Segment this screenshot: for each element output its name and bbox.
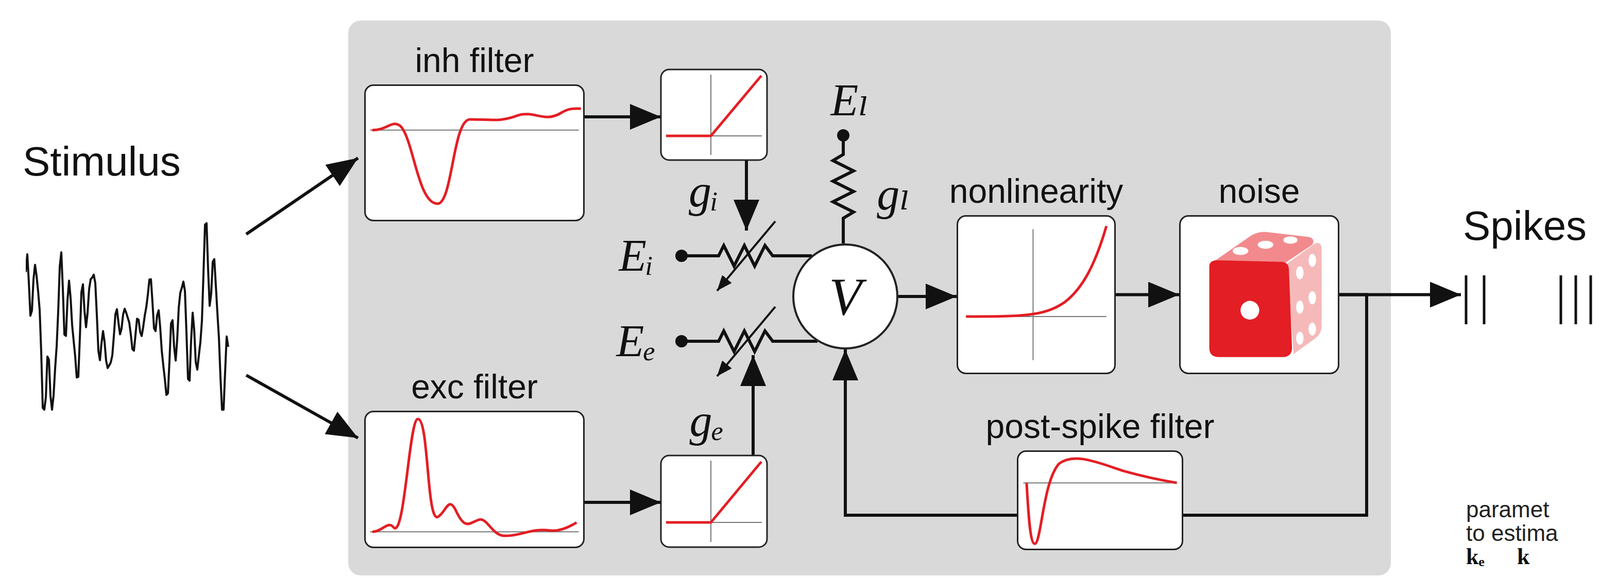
box-heading: inh filter [414, 40, 534, 80]
conductance-label: gₑ [689, 398, 724, 445]
filter-box: inh filter [364, 84, 585, 222]
rectifier-box [660, 455, 768, 548]
rectifier-box [660, 69, 768, 161]
box-heading: exc filter [411, 367, 538, 407]
plot [365, 412, 584, 548]
conductance-label: gᵢ [688, 168, 719, 215]
filter-box: exc filter [364, 411, 585, 549]
voltage-label: V [828, 269, 862, 324]
model-panel [348, 20, 1391, 576]
parameter-symbol: kₑ [1466, 545, 1485, 570]
stimulus-waveform [25, 198, 232, 416]
conductance-label: gₗ [876, 172, 911, 218]
plot [1018, 452, 1182, 550]
note-text: paramet [1466, 497, 1550, 523]
signal-arrow [1115, 293, 1180, 297]
reversal-potential: Eᵢ [618, 233, 654, 279]
nonlinearity-box: nonlinearity [956, 215, 1116, 375]
noise-box: noise [1179, 215, 1340, 375]
dice-icon [1180, 216, 1338, 373]
spikes-node: Spikes [1460, 203, 1597, 330]
post-spike-filter-box: post-spike filter [1016, 450, 1184, 551]
box-heading: nonlinearity [949, 171, 1124, 211]
signal-arrow [246, 375, 359, 439]
plot [365, 86, 584, 220]
voltage-circle: V [792, 243, 899, 350]
signal-arrow [898, 295, 957, 299]
io-label: Stimulus [20, 139, 247, 185]
reversal-potential: Eₑ [616, 318, 657, 365]
note-text: to estima [1466, 521, 1559, 547]
reversal-potential: Eₗ [830, 77, 870, 124]
parameter-symbol: k [1517, 545, 1530, 570]
signal-arrow [246, 158, 359, 235]
io-label: Spikes [1460, 203, 1597, 249]
box-heading: noise [1218, 171, 1301, 211]
stimulus-node: Stimulus [20, 139, 247, 418]
plot [958, 216, 1115, 373]
box-heading: post-spike filter [985, 406, 1215, 447]
